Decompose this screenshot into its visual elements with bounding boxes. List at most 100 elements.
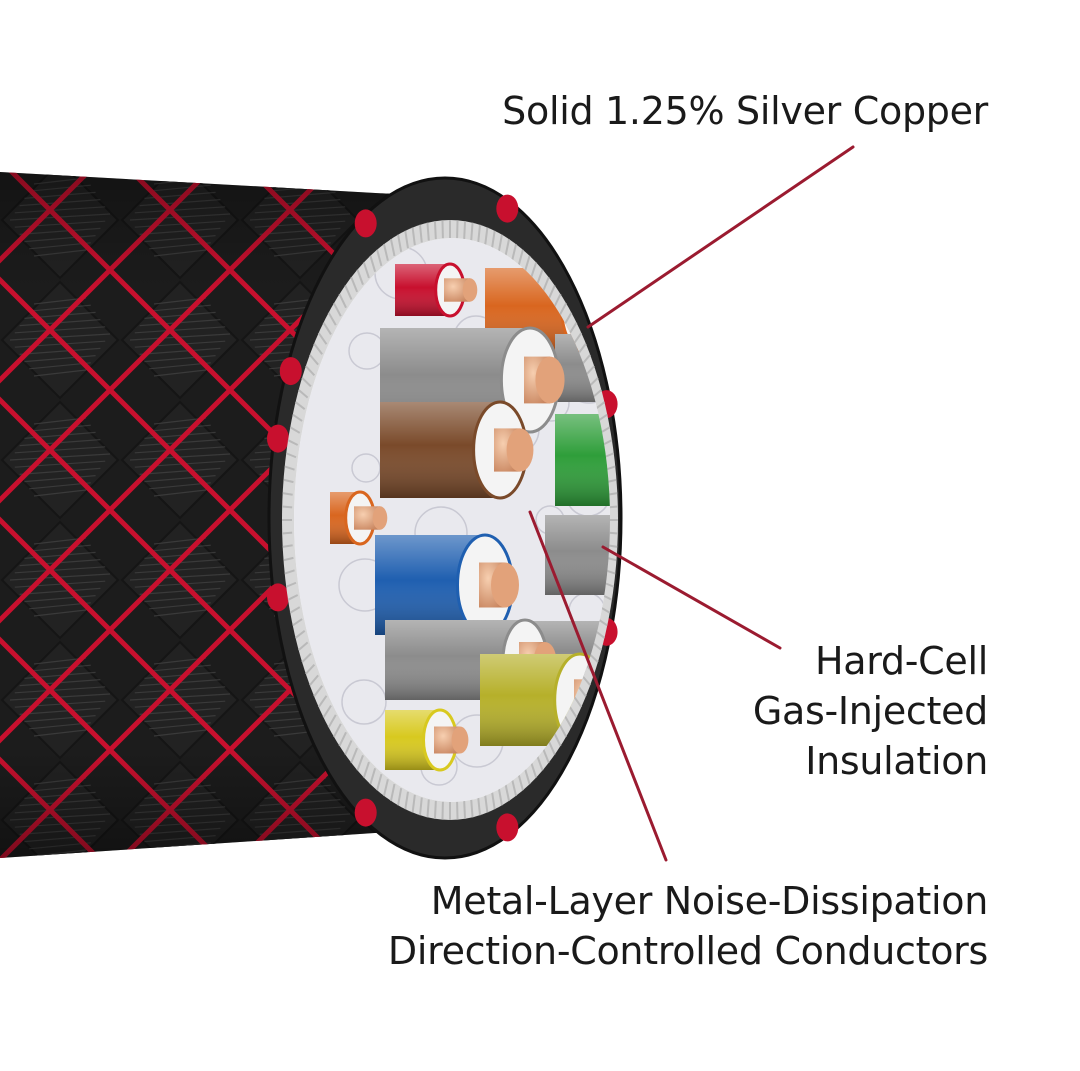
shield-tooth (427, 799, 428, 817)
braid-strand (149, 65, 211, 71)
conductor-end (616, 621, 653, 689)
shield-tooth (282, 533, 292, 534)
braid-strand (29, 123, 91, 129)
copper-core (679, 439, 705, 480)
shield-tooth (435, 221, 436, 239)
braid-strand (264, 72, 335, 78)
braid-strand (269, 123, 331, 129)
braid-red-strand (900, 100, 1080, 920)
jacket-red-dot (496, 813, 518, 841)
jacket-red-dot (496, 195, 518, 223)
braid-strand (154, 58, 206, 64)
braid-strand (24, 72, 95, 78)
braid-strand (375, 101, 465, 107)
conductor-bundle (294, 238, 718, 802)
conductor-end (663, 515, 707, 595)
braid-red-strand (780, 100, 1080, 920)
braid-strand (255, 87, 345, 93)
braid-strand (394, 130, 446, 136)
braid-strand (274, 850, 326, 856)
braid-strand (274, 58, 326, 64)
braid-strand (135, 87, 225, 93)
braid-strand (255, 101, 345, 107)
callout-insulation-line-1: Hard-Cell (753, 636, 988, 686)
callout-conductors-line-1: Metal-Layer Noise-Dissipation (388, 876, 988, 926)
braid-cell (2, 42, 118, 158)
copper-core-tip (535, 357, 564, 404)
braid-strand (269, 843, 331, 849)
insulated-conductor (555, 334, 675, 402)
callout-insulation-line-2: Gas-Injected (753, 686, 988, 736)
braid-strand (384, 72, 455, 78)
shield-tooth (471, 799, 472, 817)
leader-copper (588, 147, 853, 327)
insulated-conductor (545, 515, 716, 595)
shield-tooth (464, 801, 465, 819)
copper-core (639, 353, 665, 384)
braid-red-strand (780, 100, 1080, 920)
braid-red-strand (900, 100, 1080, 920)
insulated-conductor (380, 402, 533, 498)
braid-red-strand (1020, 100, 1080, 920)
braid-strand (260, 80, 341, 86)
braid-strand (370, 94, 470, 100)
copper-core-tip (463, 278, 478, 301)
braid-strand (130, 94, 230, 100)
braid-strand (29, 65, 91, 71)
braid-cell (362, 42, 478, 158)
braid-strand (154, 130, 206, 136)
insulated-conductor (555, 414, 718, 506)
braid-strand (15, 87, 105, 93)
copper-core-tip (491, 563, 519, 608)
braid-strand (24, 116, 95, 122)
braid-strand (144, 72, 215, 78)
shield-tooth (464, 221, 465, 239)
shield-tooth (282, 507, 292, 508)
jacket-red-dot (355, 799, 377, 827)
copper-core-tip (452, 727, 469, 754)
conductor-end (660, 414, 711, 506)
copper-core-tip (655, 353, 674, 384)
braid-strand (154, 850, 206, 856)
jacket-red-dot (355, 209, 377, 237)
braid-cell (242, 42, 358, 158)
callout-conductors: Metal-Layer Noise-Dissipation Direction-… (388, 876, 988, 976)
braid-cell (122, 42, 238, 158)
braid-strand (269, 65, 331, 71)
braid-strand (144, 116, 215, 122)
braid-strand (394, 58, 446, 64)
braid-strand (375, 87, 465, 93)
braid-red-strand (1020, 100, 1080, 920)
shield-tooth (427, 223, 428, 241)
leader-insulation (603, 547, 780, 648)
callout-silver-copper: Solid 1.25% Silver Copper (502, 86, 988, 136)
callout-conductors-line-2: Direction-Controlled Conductors (388, 926, 988, 976)
shield-tooth (471, 223, 472, 241)
braid-strand (260, 108, 341, 114)
braid-strand (10, 94, 110, 100)
braid-strand (149, 123, 211, 129)
braid-strand (380, 108, 461, 114)
jacket-red-dot (267, 425, 289, 453)
conductor-end (626, 334, 663, 402)
braid-strand (250, 94, 350, 100)
braid-strand (274, 130, 326, 136)
braid-red-strand (660, 100, 1080, 920)
braid-red-strand (660, 100, 1080, 920)
braid-strand (380, 80, 461, 86)
braid-strand (389, 123, 451, 129)
braid-strand (20, 80, 101, 86)
braid-strand (274, 178, 326, 184)
copper-core-tip (694, 537, 716, 573)
callout-silver-copper-text: Solid 1.25% Silver Copper (502, 86, 988, 136)
copper-core-tip (692, 439, 718, 480)
copper-core-tip (645, 640, 664, 671)
copper-core (679, 537, 705, 573)
braid-strand (135, 101, 225, 107)
braid-strand (34, 58, 86, 64)
copper-core-tip (373, 506, 388, 529)
braid-strand (20, 108, 101, 114)
braid-strand (15, 101, 105, 107)
callout-insulation: Hard-Cell Gas-Injected Insulation (753, 636, 988, 786)
